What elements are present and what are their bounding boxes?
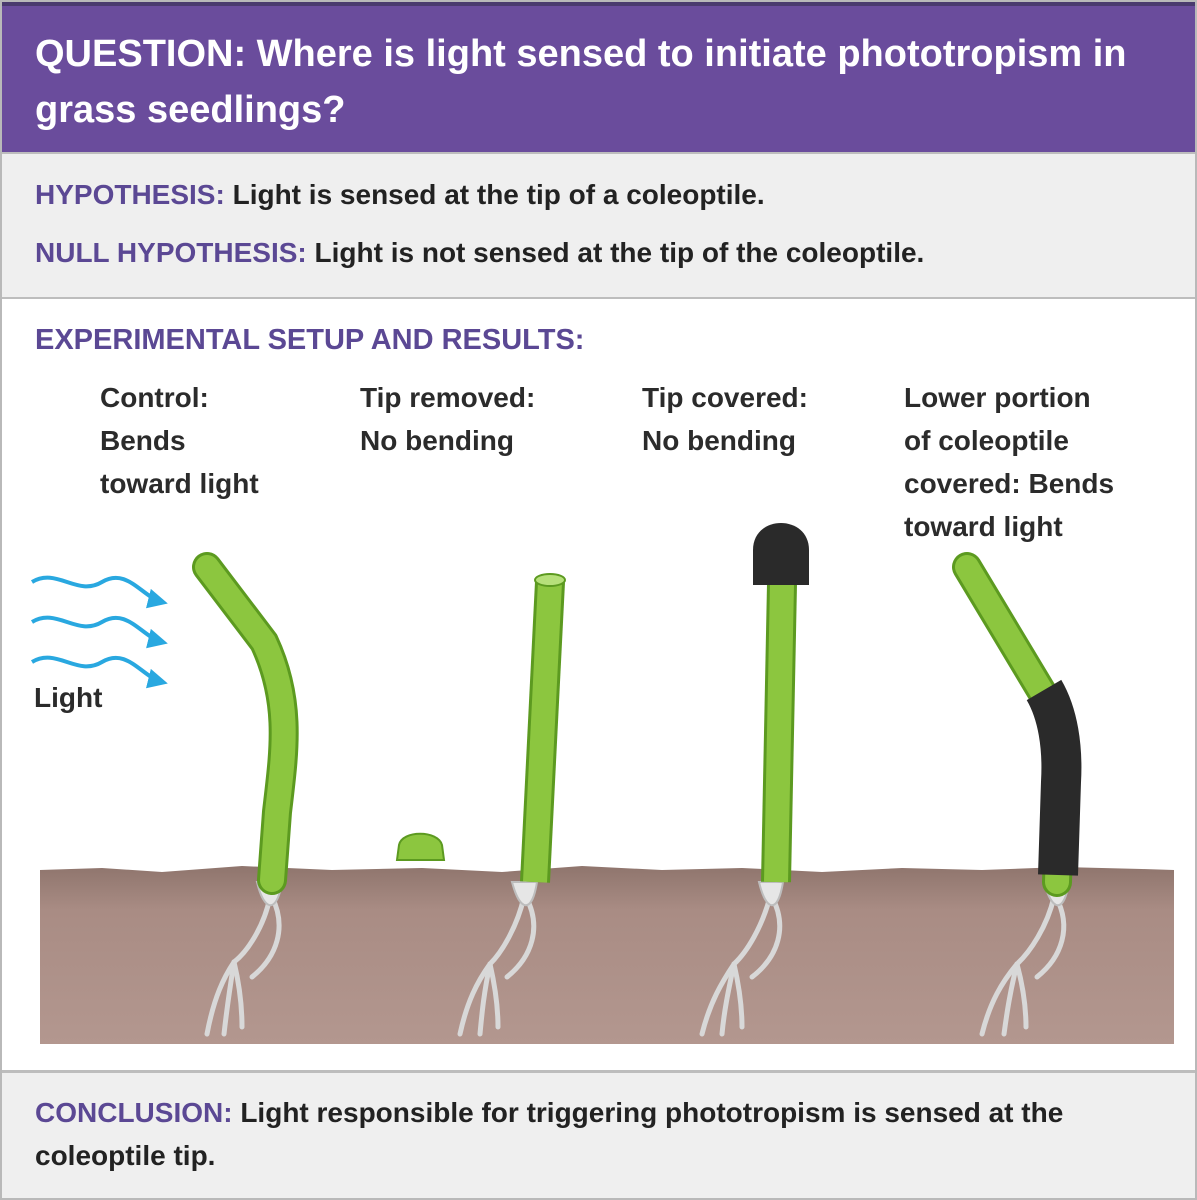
condition-line: toward light [904,505,1114,548]
condition-line: Tip removed: [360,376,535,419]
condition-control: Control: Bends toward light [100,376,259,505]
lower-cover [1044,690,1061,875]
removed-tip [397,834,444,860]
coleoptile [776,584,782,882]
condition-line: No bending [360,419,535,462]
light-label: Light [34,682,102,714]
condition-line: Lower portion [904,376,1114,419]
conclusion-panel: CONCLUSION: Light responsible for trigge… [2,1070,1195,1198]
condition-line: Control: [100,376,259,419]
condition-line: toward light [100,462,259,505]
light-arrow [32,578,162,602]
tip-cover [753,523,809,585]
condition-line: No bending [642,419,808,462]
condition-line: of coleoptile [904,419,1114,462]
light-arrow [32,618,162,642]
coleoptile [535,582,550,882]
conclusion-label: CONCLUSION: [35,1097,233,1128]
condition-line: Bends [100,419,259,462]
condition-lower-covered: Lower portion of coleoptile covered: Ben… [904,376,1114,548]
condition-line: Tip covered: [642,376,808,419]
condition-tip-covered: Tip covered: No bending [642,376,808,462]
light-arrows [32,578,162,682]
coleoptile [207,567,284,880]
light-arrow [32,658,162,682]
cut-surface [535,574,565,586]
condition-tip-removed: Tip removed: No bending [360,376,535,462]
conclusion-text: CONCLUSION: Light responsible for trigge… [35,1091,1165,1177]
condition-line: covered: Bends [904,462,1114,505]
